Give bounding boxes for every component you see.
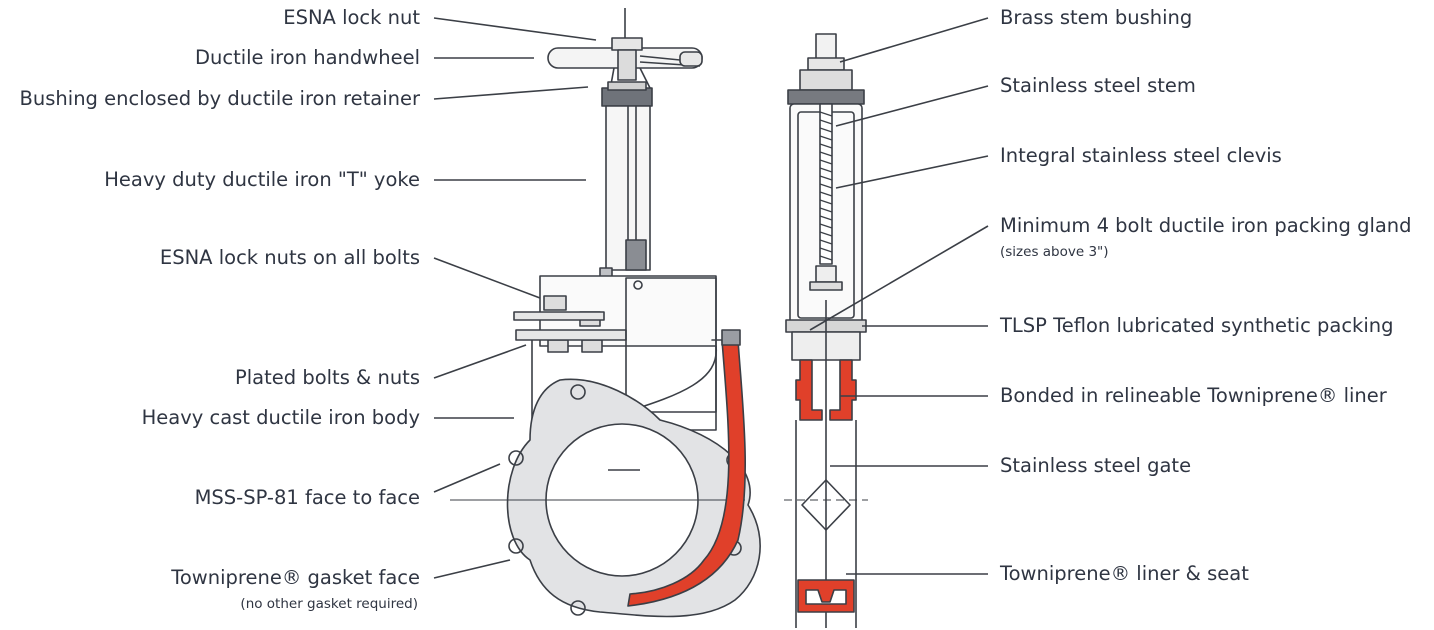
yoke-drawing — [599, 105, 651, 299]
label-liner: Bonded in relineable Towniprene® liner — [1000, 384, 1387, 407]
liner-drawing-left — [627, 339, 746, 607]
retainer-drawing — [601, 81, 653, 107]
label-plated-bolts: Plated bolts & nuts — [234, 366, 420, 389]
label-face-to-face: MSS-SP-81 face to face — [194, 486, 420, 509]
label-gasket-face-note: (no other gasket required) — [240, 596, 418, 612]
label-gasket-face: Towniprene® gasket face — [171, 566, 420, 589]
bonnet-drawing — [513, 275, 717, 413]
label-clevis: Integral stainless steel clevis — [1000, 144, 1282, 167]
label-packing-gland: Minimum 4 bolt ductile iron packing glan… — [1000, 214, 1412, 237]
valve-body-drawing — [450, 340, 761, 618]
handwheel-drawing — [547, 37, 703, 91]
label-cast-body: Heavy cast ductile iron body — [141, 406, 420, 429]
label-handwheel: Ductile iron handwheel — [194, 46, 420, 69]
label-gate: Stainless steel gate — [1000, 454, 1192, 477]
label-brass-bushing: Brass stem bushing — [1000, 6, 1193, 29]
left-leaders — [433, 17, 597, 579]
label-liner-seat: Towniprene® liner & seat — [1000, 562, 1249, 585]
label-lock-nuts-bolts: ESNA lock nuts on all bolts — [159, 246, 420, 269]
label-packing: TLSP Teflon lubricated synthetic packing — [1000, 314, 1394, 337]
side-view-drawing — [784, 33, 868, 628]
label-packing-gland-note: (sizes above 3") — [1000, 244, 1109, 260]
label-t-yoke: Heavy duty ductile iron "T" yoke — [104, 168, 420, 191]
gate-curve — [625, 345, 717, 413]
label-bushing-retainer: Bushing enclosed by ductile iron retaine… — [19, 87, 420, 110]
label-esna-lock-nut: ESNA lock nut — [283, 6, 420, 29]
right-leaders — [809, 17, 989, 575]
label-stem: Stainless steel stem — [1000, 74, 1196, 97]
